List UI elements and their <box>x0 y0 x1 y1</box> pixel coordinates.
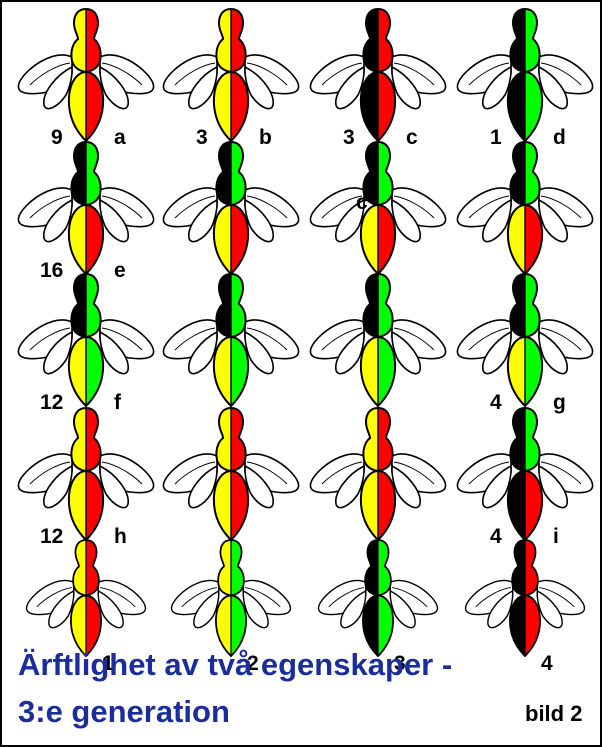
insect <box>18 274 153 406</box>
insect <box>457 408 592 540</box>
insect-letter-label: a <box>114 127 126 148</box>
insect-letter-label: h <box>114 526 127 547</box>
figure-label: bild 2 <box>525 703 582 725</box>
parent-number-label: 4 <box>541 653 553 674</box>
insect <box>163 408 298 540</box>
insect <box>319 540 438 656</box>
insect <box>163 274 298 406</box>
insect <box>466 540 585 656</box>
count-label: 9 <box>51 127 63 148</box>
insect <box>310 274 445 406</box>
insect <box>310 408 445 540</box>
insect-letter-label: c <box>356 192 368 213</box>
count-label: 3 <box>343 127 355 148</box>
insect-letter-label: e <box>114 260 126 281</box>
count-label: 12 <box>40 392 63 413</box>
insect <box>27 540 146 656</box>
count-label: 4 <box>490 526 502 547</box>
insect <box>457 142 592 274</box>
insect-letter-label: b <box>259 127 272 148</box>
count-label: 12 <box>40 526 63 547</box>
insect <box>18 9 153 141</box>
count-label: 4 <box>490 392 502 413</box>
insect <box>457 9 592 141</box>
count-label: 1 <box>490 127 502 148</box>
insect-letter-label: i <box>553 526 559 547</box>
insect <box>310 9 445 141</box>
insect <box>18 142 153 274</box>
insect <box>172 540 291 656</box>
insect <box>457 274 592 406</box>
insect-letter-label: g <box>553 392 566 413</box>
insect-letter-label: c <box>406 127 418 148</box>
count-label: 16 <box>40 260 63 281</box>
insect <box>163 142 298 274</box>
insect-letter-label: f <box>114 392 121 413</box>
insect <box>310 142 445 274</box>
insect <box>18 408 153 540</box>
caption-title-line1: Ärftlighet av två egenskaper - <box>18 649 452 680</box>
caption-title-line2: 3:e generation <box>18 696 230 727</box>
count-label: 3 <box>196 127 208 148</box>
insect-letter-label: d <box>553 127 566 148</box>
insect <box>163 9 298 141</box>
